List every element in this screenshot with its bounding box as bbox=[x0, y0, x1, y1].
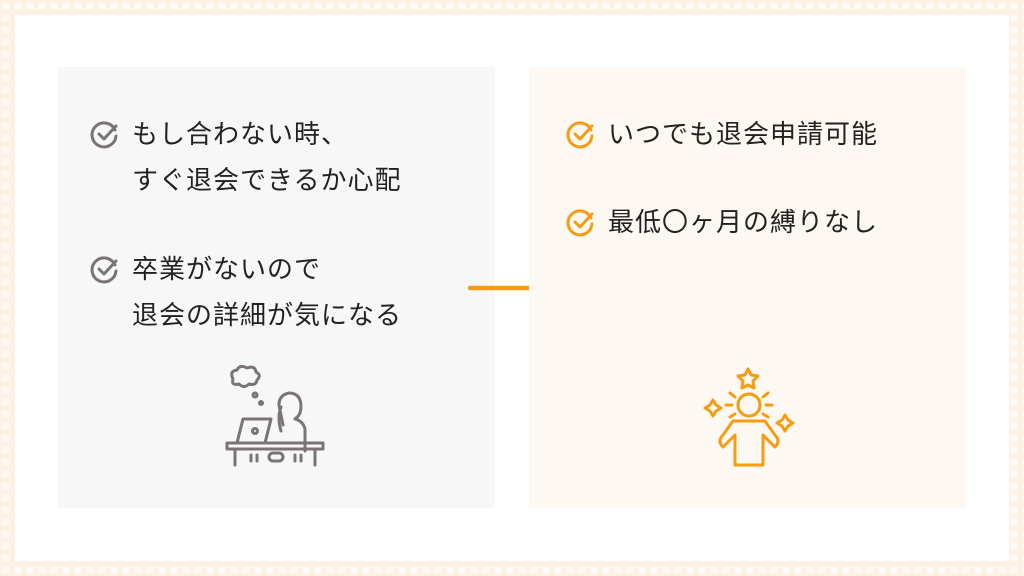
confident-person-icon bbox=[703, 367, 795, 467]
benefit-item-1: いつでも退会申請可能 bbox=[566, 112, 878, 158]
after-panel: いつでも退会申請可能 最低〇ヶ月の縛りなし bbox=[529, 67, 966, 508]
benefit-item-2: 最低〇ヶ月の縛りなし bbox=[566, 200, 878, 246]
check-circle-icon bbox=[90, 256, 118, 284]
check-circle-icon bbox=[90, 121, 118, 149]
check-circle-icon bbox=[566, 209, 594, 237]
benefit-text: いつでも退会申請可能 bbox=[608, 120, 879, 150]
before-panel: もし合わない時、 すぐ退会できるか心配 卒業がないので 退会の詳細が気になる bbox=[58, 67, 495, 508]
concern-text: 卒業がないので 退会の詳細が気になる bbox=[132, 255, 403, 331]
concern-item-1: もし合わない時、 すぐ退会できるか心配 bbox=[90, 112, 401, 204]
concern-item-2: 卒業がないので 退会の詳細が気になる bbox=[90, 247, 402, 339]
worried-person-at-desk-icon bbox=[225, 365, 325, 467]
benefit-text: 最低〇ヶ月の縛りなし bbox=[608, 208, 879, 238]
check-circle-icon bbox=[566, 121, 594, 149]
concern-text: もし合わない時、 すぐ退会できるか心配 bbox=[132, 120, 402, 196]
